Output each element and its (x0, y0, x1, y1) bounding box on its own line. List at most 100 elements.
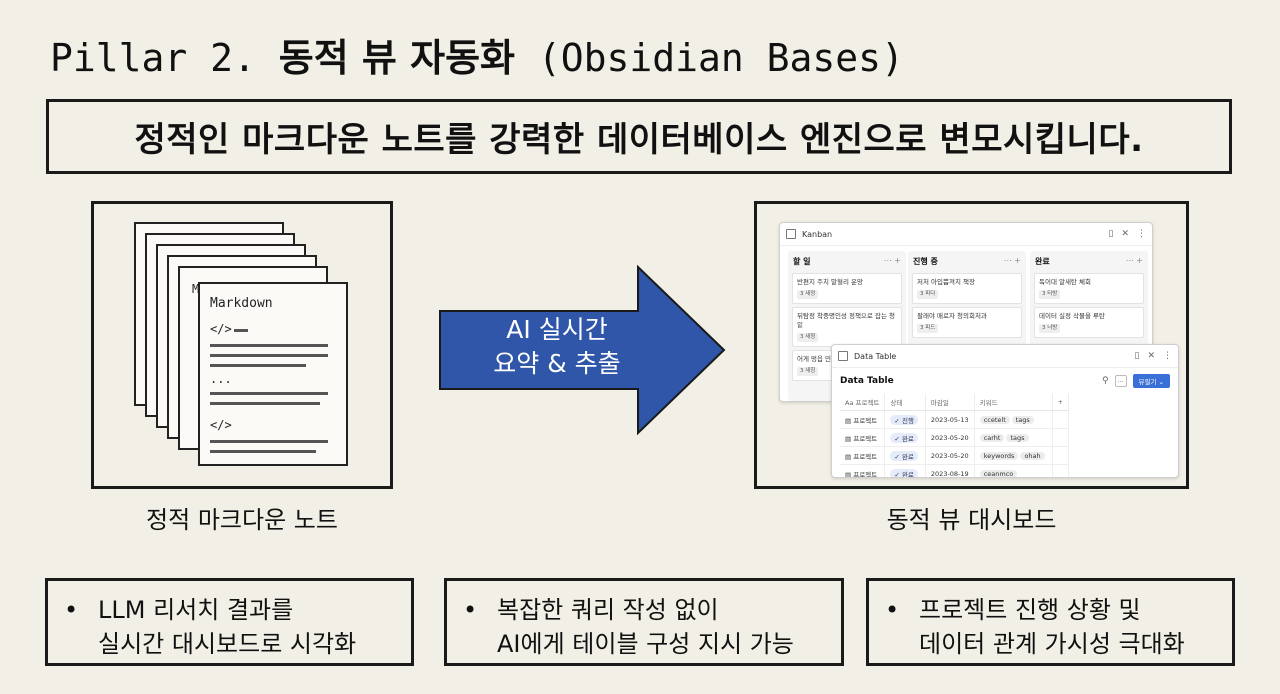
kanban-card-tag: 3 피다 (917, 290, 939, 299)
page-icon: ▤ (845, 452, 854, 461)
bullet-line: AI에게 테이블 구성 지시 가능 (497, 630, 794, 658)
table-heading: Data Table (840, 376, 894, 386)
more-icon: ⋮ (1163, 351, 1172, 361)
transform-arrow (439, 265, 726, 435)
kanban-card-text: 저처 아입쁨져치 책장 (917, 278, 975, 286)
page-title: Pillar 2. 동적 뷰 자동화 (Obsidian Bases) (50, 34, 904, 82)
subtitle-text: 정적인 마크다운 노트를 강력한 데이터베이스 엔진으로 변모시킵니다. (134, 120, 1144, 160)
table-column-header: 키워드 (974, 394, 1053, 411)
title-suffix: (Obsidian Bases) (515, 36, 904, 80)
page-icon: ▤ (845, 434, 854, 443)
kanban-title: Kanban (802, 229, 833, 239)
date-cell: 2023-05-20 (930, 433, 969, 442)
kanban-card-tag: 3 터방 (1039, 290, 1061, 299)
status-text: 완료 (901, 470, 914, 478)
date-cell: 2023-08-19 (930, 469, 969, 478)
keyword-tag: keywords (979, 451, 1019, 460)
markdown-note-sheet: Markdown </> ... </> (198, 282, 348, 466)
kanban-card-tag: 3 너방 (1039, 324, 1061, 333)
kanban-column-header: 완료 ⋯ + (1030, 251, 1148, 270)
close-icon: ✕ (1121, 229, 1129, 239)
status-text: 진행 (901, 416, 914, 425)
more-options-icon: … (1114, 375, 1127, 387)
note-peek-letter: M (192, 282, 200, 296)
bullet-box-2: • 복잡한 쿼리 작성 없이 AI에게 테이블 구성 지시 가능 (444, 578, 844, 666)
kanban-card-text: 데이터 실정 삭물을 루탄 (1039, 312, 1105, 320)
title-prefix: Pillar 2. (50, 36, 279, 80)
add-column-icon: + (1052, 394, 1070, 411)
kanban-card-tag: 3 피드 (917, 324, 939, 333)
page-icon: ▤ (845, 416, 854, 425)
keyword-tag: tags (1006, 433, 1029, 442)
bullet-line: 데이터 관계 가시성 극대화 (919, 630, 1185, 658)
close-icon: ✕ (1147, 351, 1155, 361)
code-open-icon: </> (210, 322, 232, 336)
column-menu-icon: ⋯ + (1125, 256, 1143, 265)
column-menu-icon: ⋯ + (883, 256, 901, 265)
kanban-card-text: 반편지 주치 말혈리 운망 (797, 278, 863, 286)
kanban-column-header: 할 일⋯ + (788, 251, 906, 270)
kanban-card-tag: 3 새칭 (797, 367, 819, 376)
project-cell: 프로젝트 (853, 416, 878, 425)
kanban-card-text: 어게 멍읍 민 섬자 (797, 355, 846, 363)
table-titlebar: Data Table ▯ ✕ ⋮ (832, 345, 1178, 368)
table-window-title: Data Table (854, 351, 897, 361)
kanban-column-name: 완료 (1035, 257, 1050, 266)
table-header-bar: Data Table ⚲ … 뷰필기 ⌄ (832, 368, 1178, 390)
status-text: 완료 (901, 452, 914, 461)
bullet-box-3: • 프로젝트 진행 상황 및 데이터 관계 가시성 극대화 (866, 578, 1235, 666)
static-notes-illustration: M Markdown </> ... </> (91, 201, 393, 489)
page-icon: ▤ (845, 470, 854, 478)
keyword-tag: tags (1011, 415, 1034, 424)
bullet-line: 실시간 대시보드로 시각화 (98, 630, 357, 658)
kanban-card: 저처 아입쁨져치 책장 3 피다 (912, 273, 1022, 304)
kanban-card-text: 독이대 알새탄 체회 (1039, 278, 1091, 286)
kanban-card: 데이터 실정 삭물을 루탄 3 너방 (1034, 307, 1144, 338)
window-icon (786, 229, 796, 239)
date-cell: 2023-05-13 (930, 415, 969, 424)
window-icon (838, 351, 848, 361)
table-column-header: 마감일 (925, 394, 975, 411)
status-badge: ✓ 진행 (890, 414, 918, 425)
status-badge: ✓ 완료 (890, 450, 918, 461)
split-icon: ▯ (1108, 229, 1114, 239)
kanban-card-text: 뒤탐정 착중명인성 정책으로 잡는 청 잍 (797, 312, 895, 329)
kanban-column-header: 진행 중⋯ + (908, 251, 1026, 270)
kanban-card-tag: 3 새정 (797, 290, 819, 299)
status-badge: ✓ 완료 (890, 468, 918, 478)
keyword-tag: ohah (1020, 451, 1045, 460)
bullet-box-1: • LLM 리서치 결과를 실시간 대시보드로 시각화 (45, 578, 414, 666)
ellipsis-text: ... (210, 372, 232, 386)
kanban-titlebar: Kanban ▯ ✕ ⋮ (780, 223, 1152, 246)
bullet-line: 프로젝트 진행 상황 및 (919, 596, 1141, 624)
more-icon: ⋮ (1137, 229, 1146, 239)
keyword-tag: carht (979, 433, 1005, 442)
right-caption: 동적 뷰 대시보드 (886, 506, 1057, 534)
kanban-card-text: 팔래야 매로자 청의회처과 (917, 312, 987, 320)
bullet-icon: • (64, 596, 79, 624)
markdown-heading: Markdown (210, 296, 273, 311)
title-main: 동적 뷰 자동화 (278, 36, 516, 80)
kanban-card: 반편지 주치 말혈리 운망 3 새정 (792, 273, 902, 304)
bullet-line: LLM 리서치 결과를 (98, 596, 294, 624)
bullet-icon: • (885, 596, 900, 624)
kanban-column-name: 진행 중 (913, 257, 938, 266)
keyword-tag: ccetelt (979, 415, 1010, 424)
split-icon: ▯ (1134, 351, 1140, 361)
kanban-card: 독이대 알새탄 체회 3 터방 (1034, 273, 1144, 304)
kanban-card-tag: 3 새청 (797, 333, 819, 342)
arrow-label: AI 실시간 요약 & 추출 (462, 313, 652, 381)
arrow-label-line1: AI 실시간 (506, 315, 608, 344)
search-icon: ⚲ (1101, 376, 1109, 386)
left-caption: 정적 마크다운 노트 (146, 506, 338, 534)
code-close-icon: </> (210, 418, 232, 432)
kanban-card: 팔래야 매로자 청의회처과 3 피드 (912, 307, 1022, 338)
new-view-button: 뷰필기 ⌄ (1132, 374, 1170, 388)
